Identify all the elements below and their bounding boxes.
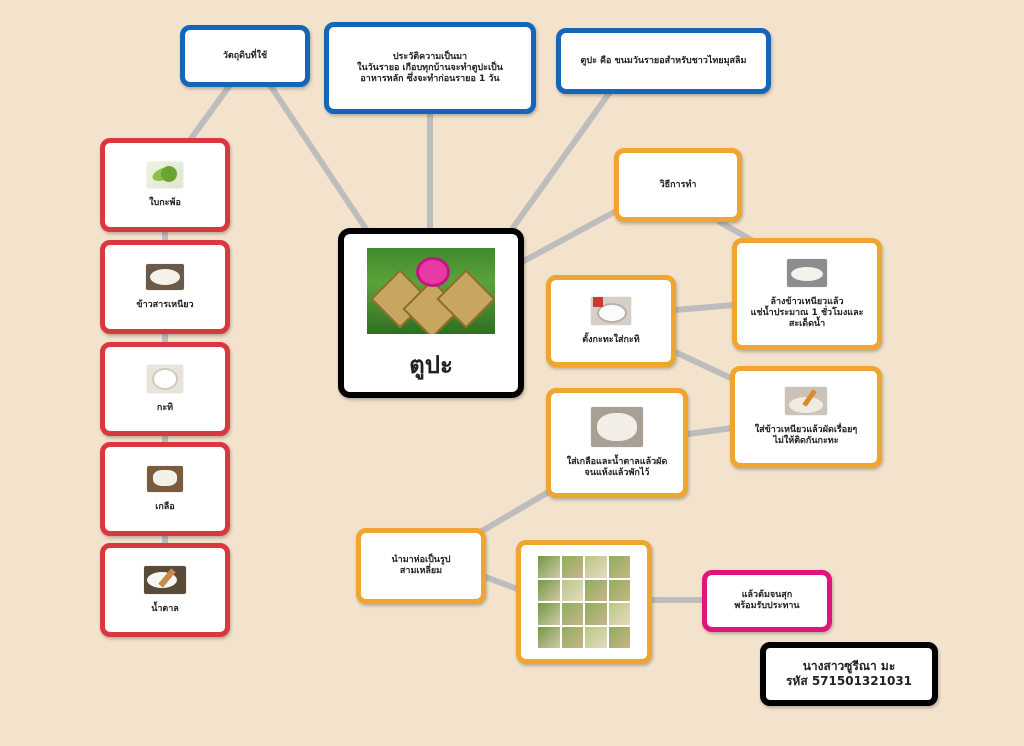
step-label: นำมาห่อเป็นรูป สามเหลี่ยม [391,555,451,576]
step-add-rice[interactable]: ใส่ข้าวเหนียวแล้วผัดเรื่อยๆ ไม่ให้ติดกัน… [730,366,882,468]
ingredient-label: น้ำตาล [151,603,179,614]
ingredient-label: ใบกะพ้อ [149,197,181,208]
connector-ingredients-to-center [267,82,373,238]
author-name: นางสาวซูรีณา มะ [802,659,896,673]
connector-center-to-method [519,207,621,265]
step-label: ตั้งกะทะใส่กะทิ [582,334,640,345]
ingredient-coconut-milk[interactable]: กะทิ [100,342,230,436]
ingredient-label: กะทิ [156,402,174,413]
salt-photo-icon [147,465,183,492]
step-label: ใส่เกลือและน้ำตาลแล้วผัด จนแห้งแล้วพักไว… [566,457,668,478]
coconut-milk-photo-icon [147,364,183,393]
wrapping-steps-photo-icon [538,556,630,648]
connector-wrap-to-grid [480,573,523,593]
history-node[interactable]: ประวัติความเป็นมา ในวันรายอ เกือบทุกบ้าน… [324,22,536,114]
connector-wash-to-pour [672,302,737,313]
wash-rice-photo-icon [787,258,827,287]
ingredient-salt[interactable]: เกลือ [100,442,230,536]
stir-rice-photo-icon [785,387,827,415]
step-add-salt-sugar[interactable]: ใส่เกลือและน้ำตาลแล้วผัด จนแห้งแล้วพักไว… [546,388,688,498]
ingredient-label: ข้าวสารเหนียว [136,299,194,310]
author-node: นางสาวซูรีณา มะ รหัส 571501321031 [760,642,938,706]
history-label: ประวัติความเป็นมา ในวันรายอ เกือบทุกบ้าน… [357,51,503,84]
sticky-rice-photo-icon [146,263,184,290]
sugar-photo-icon [144,565,186,594]
method-heading-label: วิธีการทำ [659,179,697,190]
definition-node[interactable]: ตูปะ คือ ขนมวันรายอสำหรับชาวไทยมุสลิม [556,28,771,94]
step-label: แล้วต้มจนสุก พร้อมรับประทาน [734,590,800,611]
ingredient-label: เกลือ [155,501,175,512]
step-wash-rice[interactable]: ล้างข้าวเหนียวแล้ว แช่น้ำประมาณ 1 ชั่วโม… [732,238,882,350]
step-wrapping-photos[interactable] [516,540,652,664]
ingredient-sugar[interactable]: น้ำตาล [100,543,230,637]
definition-label: ตูปะ คือ ขนมวันรายอสำหรับชาวไทยมุสลิม [580,55,747,66]
connector-add-rice-to-salt [685,425,736,437]
step-wrap-triangle[interactable]: นำมาห่อเป็นรูป สามเหลี่ยม [356,528,486,604]
connector-definition-to-center [507,89,613,235]
tupa-photo-icon [367,248,495,334]
center-node[interactable]: ตูปะ [338,228,524,398]
palm-leaf-photo-icon [147,161,183,188]
connector-pour-to-add-rice [672,349,738,383]
center-title: ตูปะ [409,351,453,379]
step-pour-milk[interactable]: ตั้งกะทะใส่กะทิ [546,275,676,367]
salt-sugar-photo-icon [591,407,643,447]
step-boil[interactable]: แล้วต้มจนสุก พร้อมรับประทาน [702,570,832,632]
step-label: ล้างข้าวเหนียวแล้ว แช่น้ำประมาณ 1 ชั่วโม… [750,296,864,329]
pour-milk-photo-icon [591,296,631,325]
method-heading-node[interactable]: วิธีการทำ [614,148,742,222]
author-id: รหัส 571501321031 [785,674,913,688]
ingredients-heading-label: วัตถุดิบที่ใช้ [222,50,268,61]
connector-ingredients-to-leaf [187,82,233,143]
connector-salt-to-wrap [467,487,555,541]
ingredient-sticky-rice[interactable]: ข้าวสารเหนียว [100,240,230,334]
ingredients-heading-node[interactable]: วัตถุดิบที่ใช้ [180,25,310,87]
step-label: ใส่ข้าวเหนียวแล้วผัดเรื่อยๆ ไม่ให้ติดกัน… [754,425,858,446]
ingredient-palm-leaf[interactable]: ใบกะพ้อ [100,138,230,232]
